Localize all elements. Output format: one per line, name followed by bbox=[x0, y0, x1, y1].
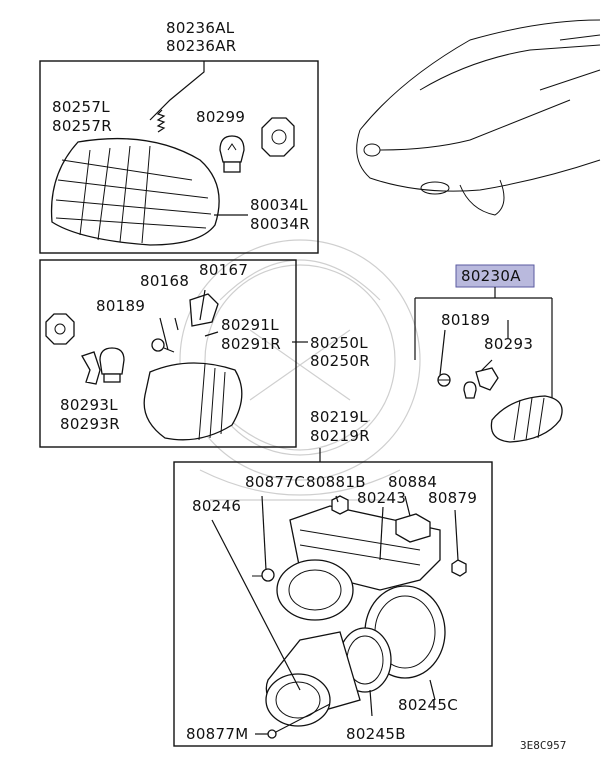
label-80189-left: 80189 bbox=[96, 297, 145, 315]
label-80250L: 80250L bbox=[310, 334, 368, 352]
lamp-80291 bbox=[143, 362, 243, 441]
diagram-code: 3E8C957 bbox=[520, 739, 566, 752]
label-80219L: 80219L bbox=[310, 408, 368, 426]
group-side-lamp-assembly bbox=[39, 60, 319, 254]
label-80881B: 80881B bbox=[306, 473, 366, 491]
spring-coil bbox=[156, 109, 166, 133]
nut-80881B bbox=[331, 495, 349, 515]
label-80167: 80167 bbox=[199, 261, 248, 279]
screw-80189-right bbox=[437, 373, 451, 387]
socket-80299 bbox=[261, 117, 295, 157]
marker-lens bbox=[490, 395, 563, 443]
bezel-80246 bbox=[265, 631, 361, 727]
label-80293R: 80293R bbox=[60, 415, 120, 433]
label-80250R: 80250R bbox=[310, 352, 370, 370]
screw-80877C bbox=[252, 568, 275, 582]
spring-wire bbox=[149, 61, 205, 121]
label-80257R: 80257R bbox=[52, 117, 112, 135]
clip-80293-right bbox=[475, 367, 499, 391]
group-turn-lamp-assembly bbox=[39, 259, 297, 448]
label-80245C: 80245C bbox=[398, 696, 458, 714]
label-80230A[interactable]: 80230A bbox=[461, 267, 521, 285]
screw-80168 bbox=[151, 338, 175, 353]
group-box-side-lamp bbox=[39, 60, 319, 254]
label-80034L: 80034L bbox=[250, 196, 308, 214]
label-80291L: 80291L bbox=[221, 316, 279, 334]
label-80236AR: 80236AR bbox=[166, 37, 237, 55]
group-box-fog-lamp bbox=[173, 461, 493, 747]
label-80293L: 80293L bbox=[60, 396, 118, 414]
label-80291R: 80291R bbox=[221, 335, 281, 353]
label-80879: 80879 bbox=[428, 489, 477, 507]
label-80189-right: 80189 bbox=[441, 311, 490, 329]
label-80884: 80884 bbox=[388, 473, 437, 491]
socket-left bbox=[45, 313, 75, 345]
bulb-small bbox=[463, 381, 477, 399]
label-80168: 80168 bbox=[140, 272, 189, 290]
clip-80293 bbox=[81, 351, 101, 385]
label-80299: 80299 bbox=[196, 108, 245, 126]
label-80236AL: 80236AL bbox=[166, 19, 235, 37]
label-80245B: 80245B bbox=[346, 725, 406, 743]
car-illustration bbox=[356, 19, 601, 216]
label-80257L: 80257L bbox=[52, 98, 110, 116]
bracket-80167 bbox=[189, 293, 219, 327]
label-80219R: 80219R bbox=[310, 427, 370, 445]
label-80877C: 80877C bbox=[245, 473, 305, 491]
bulb-80189 bbox=[99, 347, 125, 383]
label-80293: 80293 bbox=[484, 335, 533, 353]
connector-80884 bbox=[395, 513, 431, 543]
bulb-80299 bbox=[219, 135, 245, 173]
lamp-housing-80243 bbox=[276, 559, 354, 621]
group-fog-lamp-assembly bbox=[173, 448, 493, 747]
watermark-emblem bbox=[179, 239, 421, 501]
label-80034R: 80034R bbox=[250, 215, 310, 233]
label-80877M: 80877M bbox=[186, 725, 248, 743]
group-box-turn-lamp bbox=[39, 259, 297, 448]
label-80243: 80243 bbox=[357, 489, 406, 507]
label-80246: 80246 bbox=[192, 497, 241, 515]
nut-80879 bbox=[451, 559, 467, 577]
lens-80034 bbox=[50, 137, 220, 246]
group-side-marker bbox=[414, 264, 563, 443]
